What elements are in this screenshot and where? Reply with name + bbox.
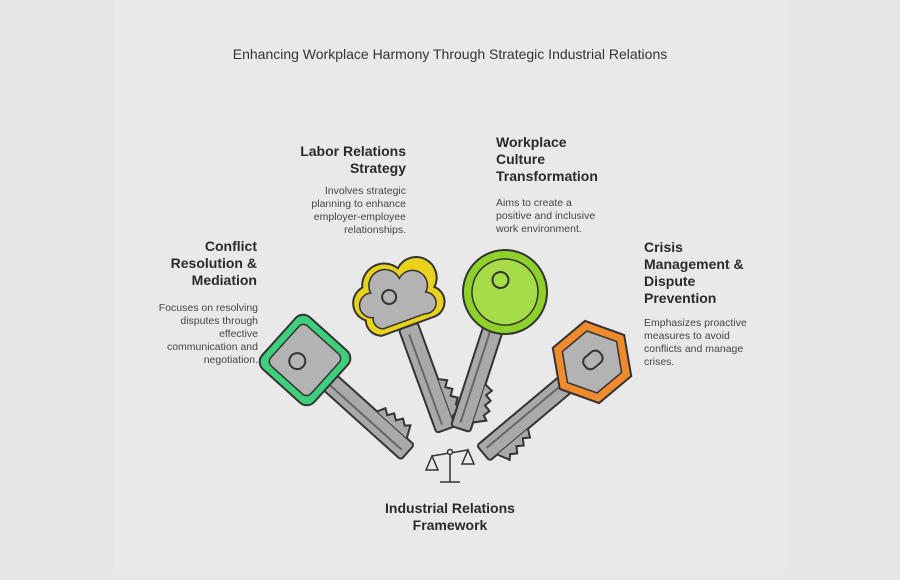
heading-workplace-culture: Workplace Culture Transformation: [496, 134, 598, 184]
heading-labor-relations: Labor Relations Strategy: [300, 143, 406, 176]
lime-key-icon: [449, 249, 548, 437]
center-label: Industrial Relations Framework: [385, 500, 515, 533]
description-labor-relations: Involves strategic planning to enhance e…: [311, 185, 406, 236]
green-key-icon: [258, 313, 424, 461]
scales-icon: [424, 448, 476, 483]
heading-crisis-management: Crisis Management & Dispute Prevention: [644, 239, 744, 306]
heading-conflict-resolution: Conflict Resolution & Mediation: [170, 238, 257, 288]
yellow-key-icon: [352, 256, 468, 434]
orange-key-icon: [475, 319, 633, 472]
description-crisis-management: Emphasizes proactive measures to avoid c…: [644, 317, 747, 368]
diagram-title: Enhancing Workplace Harmony Through Stra…: [232, 46, 668, 62]
description-conflict-resolution: Focuses on resolving disputes through ef…: [158, 302, 258, 366]
description-workplace-culture: Aims to create a positive and inclusive …: [496, 197, 596, 235]
